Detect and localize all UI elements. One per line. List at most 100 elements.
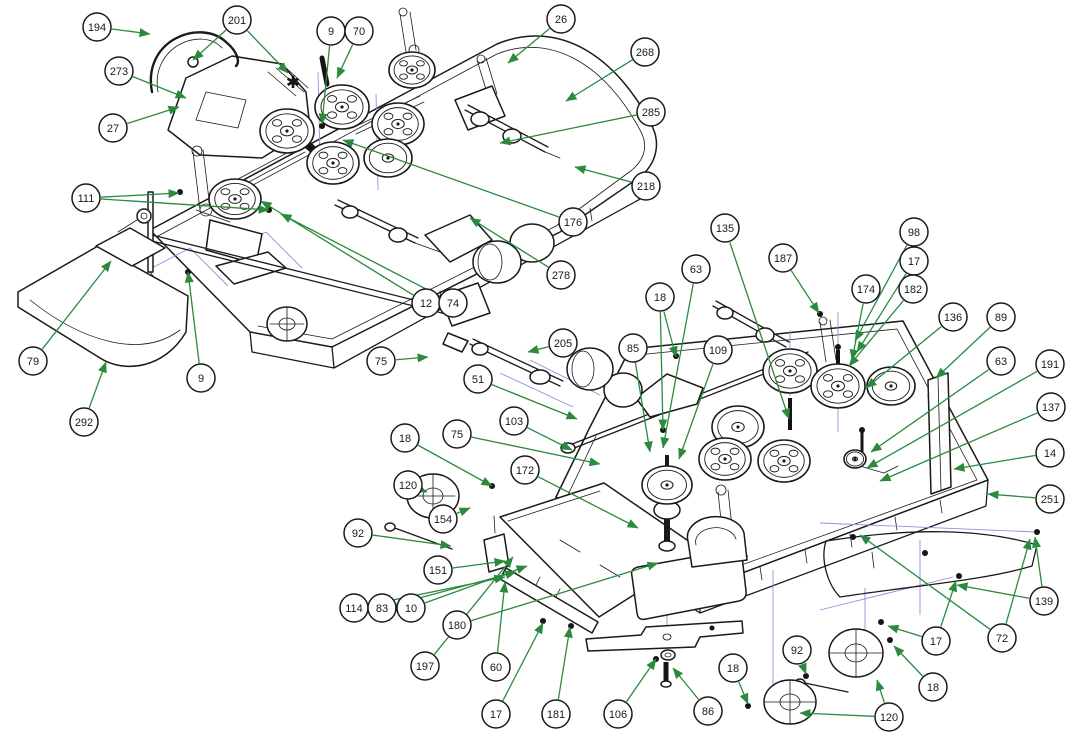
callout-label: 292	[75, 417, 93, 429]
callout-label: 10	[405, 603, 417, 615]
knob	[187, 56, 199, 68]
leader-line	[41, 260, 112, 350]
leader-line	[729, 242, 790, 420]
leader-line	[790, 270, 820, 314]
callout-label: 151	[429, 565, 447, 577]
callout-label: 86	[702, 706, 714, 718]
callout-label: 75	[451, 429, 463, 441]
pulley	[757, 439, 811, 483]
leader-line	[527, 427, 573, 451]
callout-balloon-218: 218	[631, 171, 661, 201]
callout-label: 172	[516, 465, 534, 477]
fastener-dot	[922, 550, 928, 556]
leader-line	[538, 476, 639, 529]
leader-line	[318, 45, 331, 125]
leader-line	[634, 362, 653, 453]
leader-line	[660, 283, 694, 449]
callout-balloon-63: 63	[681, 254, 711, 284]
callout-balloon-172: 172	[510, 455, 540, 485]
leader-line	[799, 708, 875, 718]
leader-line	[987, 490, 1036, 500]
callout-balloon-273: 273	[104, 56, 134, 86]
callout-balloon-197: 197	[410, 651, 440, 681]
leader-line	[865, 325, 942, 389]
fastener-dot	[887, 637, 893, 643]
callout-label: 273	[110, 66, 128, 78]
pulley	[208, 178, 262, 220]
callout-balloon-251: 251	[1035, 484, 1065, 514]
callout-balloon-83: 83	[367, 593, 397, 623]
callout-balloon-285: 285	[636, 97, 666, 127]
callout-balloon-191: 191	[1035, 349, 1065, 379]
callout-label: 18	[727, 663, 739, 675]
callout-label: 98	[908, 227, 920, 239]
pulley	[843, 449, 867, 469]
leader-line	[798, 662, 807, 675]
callout-label: 14	[1044, 448, 1056, 460]
callout-label: 85	[627, 343, 639, 355]
callout-balloon-194: 194	[82, 12, 112, 42]
callout-balloon-18: 18	[918, 672, 948, 702]
leader-line	[866, 370, 1038, 469]
callout-label: 79	[27, 356, 39, 368]
callout-label: 60	[490, 662, 502, 674]
deck-wheel-upper	[266, 306, 308, 342]
leader-line	[856, 273, 907, 353]
callout-balloon-174: 174	[851, 274, 881, 304]
cutter-housing	[686, 515, 748, 568]
callout-balloon-180: 180	[442, 610, 472, 640]
leader-line	[854, 244, 908, 342]
pulley	[698, 437, 752, 481]
rollers-lower	[566, 347, 643, 408]
pulley	[641, 465, 693, 505]
callout-label: 72	[996, 633, 1008, 645]
callout-balloon-135: 135	[710, 213, 740, 243]
callout-label: 63	[690, 264, 702, 276]
leader-line	[678, 363, 714, 460]
leader-line	[875, 679, 885, 703]
callout-label: 218	[637, 181, 655, 193]
leader-line	[502, 622, 544, 701]
callout-label: 114	[345, 603, 363, 615]
callout-label: 9	[328, 26, 334, 38]
callout-balloon-17: 17	[899, 246, 929, 276]
callout-label: 89	[995, 312, 1007, 324]
callout-label: 18	[927, 682, 939, 694]
leader-line	[280, 213, 440, 297]
callout-balloon-92: 92	[343, 518, 373, 548]
callout-balloon-70: 70	[344, 16, 374, 46]
front-deflector	[17, 208, 189, 368]
callout-label: 103	[505, 416, 523, 428]
fastener-dot	[568, 623, 574, 629]
leader-line	[100, 198, 270, 214]
callout-label: 111	[78, 193, 95, 205]
leader-line	[887, 624, 922, 638]
leader-line	[456, 507, 471, 517]
callout-label: 191	[1041, 359, 1059, 371]
leader-line	[658, 311, 668, 431]
callout-label: 137	[1042, 402, 1060, 414]
callout-balloon-18: 18	[390, 423, 420, 453]
callout-balloon-292: 292	[69, 407, 99, 437]
callout-balloon-109: 109	[703, 335, 733, 365]
leader-line	[424, 565, 528, 604]
callout-balloon-72: 72	[987, 623, 1017, 653]
callout-label: 51	[472, 374, 484, 386]
pulley	[259, 108, 315, 154]
callout-label: 92	[791, 645, 803, 657]
leader-line	[132, 76, 187, 99]
callout-label: 27	[107, 123, 119, 135]
callout-label: 187	[774, 253, 792, 265]
callout-balloon-17: 17	[481, 699, 511, 729]
callout-label: 12	[420, 298, 432, 310]
callout-balloon-89: 89	[986, 302, 1016, 332]
callout-label: 268	[636, 47, 654, 59]
callout-balloon-60: 60	[481, 652, 511, 682]
callout-balloon-86: 86	[693, 696, 723, 726]
callout-label: 174	[857, 284, 875, 296]
callout-balloon-182: 182	[898, 274, 928, 304]
callout-balloon-268: 268	[630, 37, 660, 67]
callout-label: 26	[555, 14, 567, 26]
leader-line	[738, 681, 749, 705]
leader-line	[246, 30, 289, 74]
